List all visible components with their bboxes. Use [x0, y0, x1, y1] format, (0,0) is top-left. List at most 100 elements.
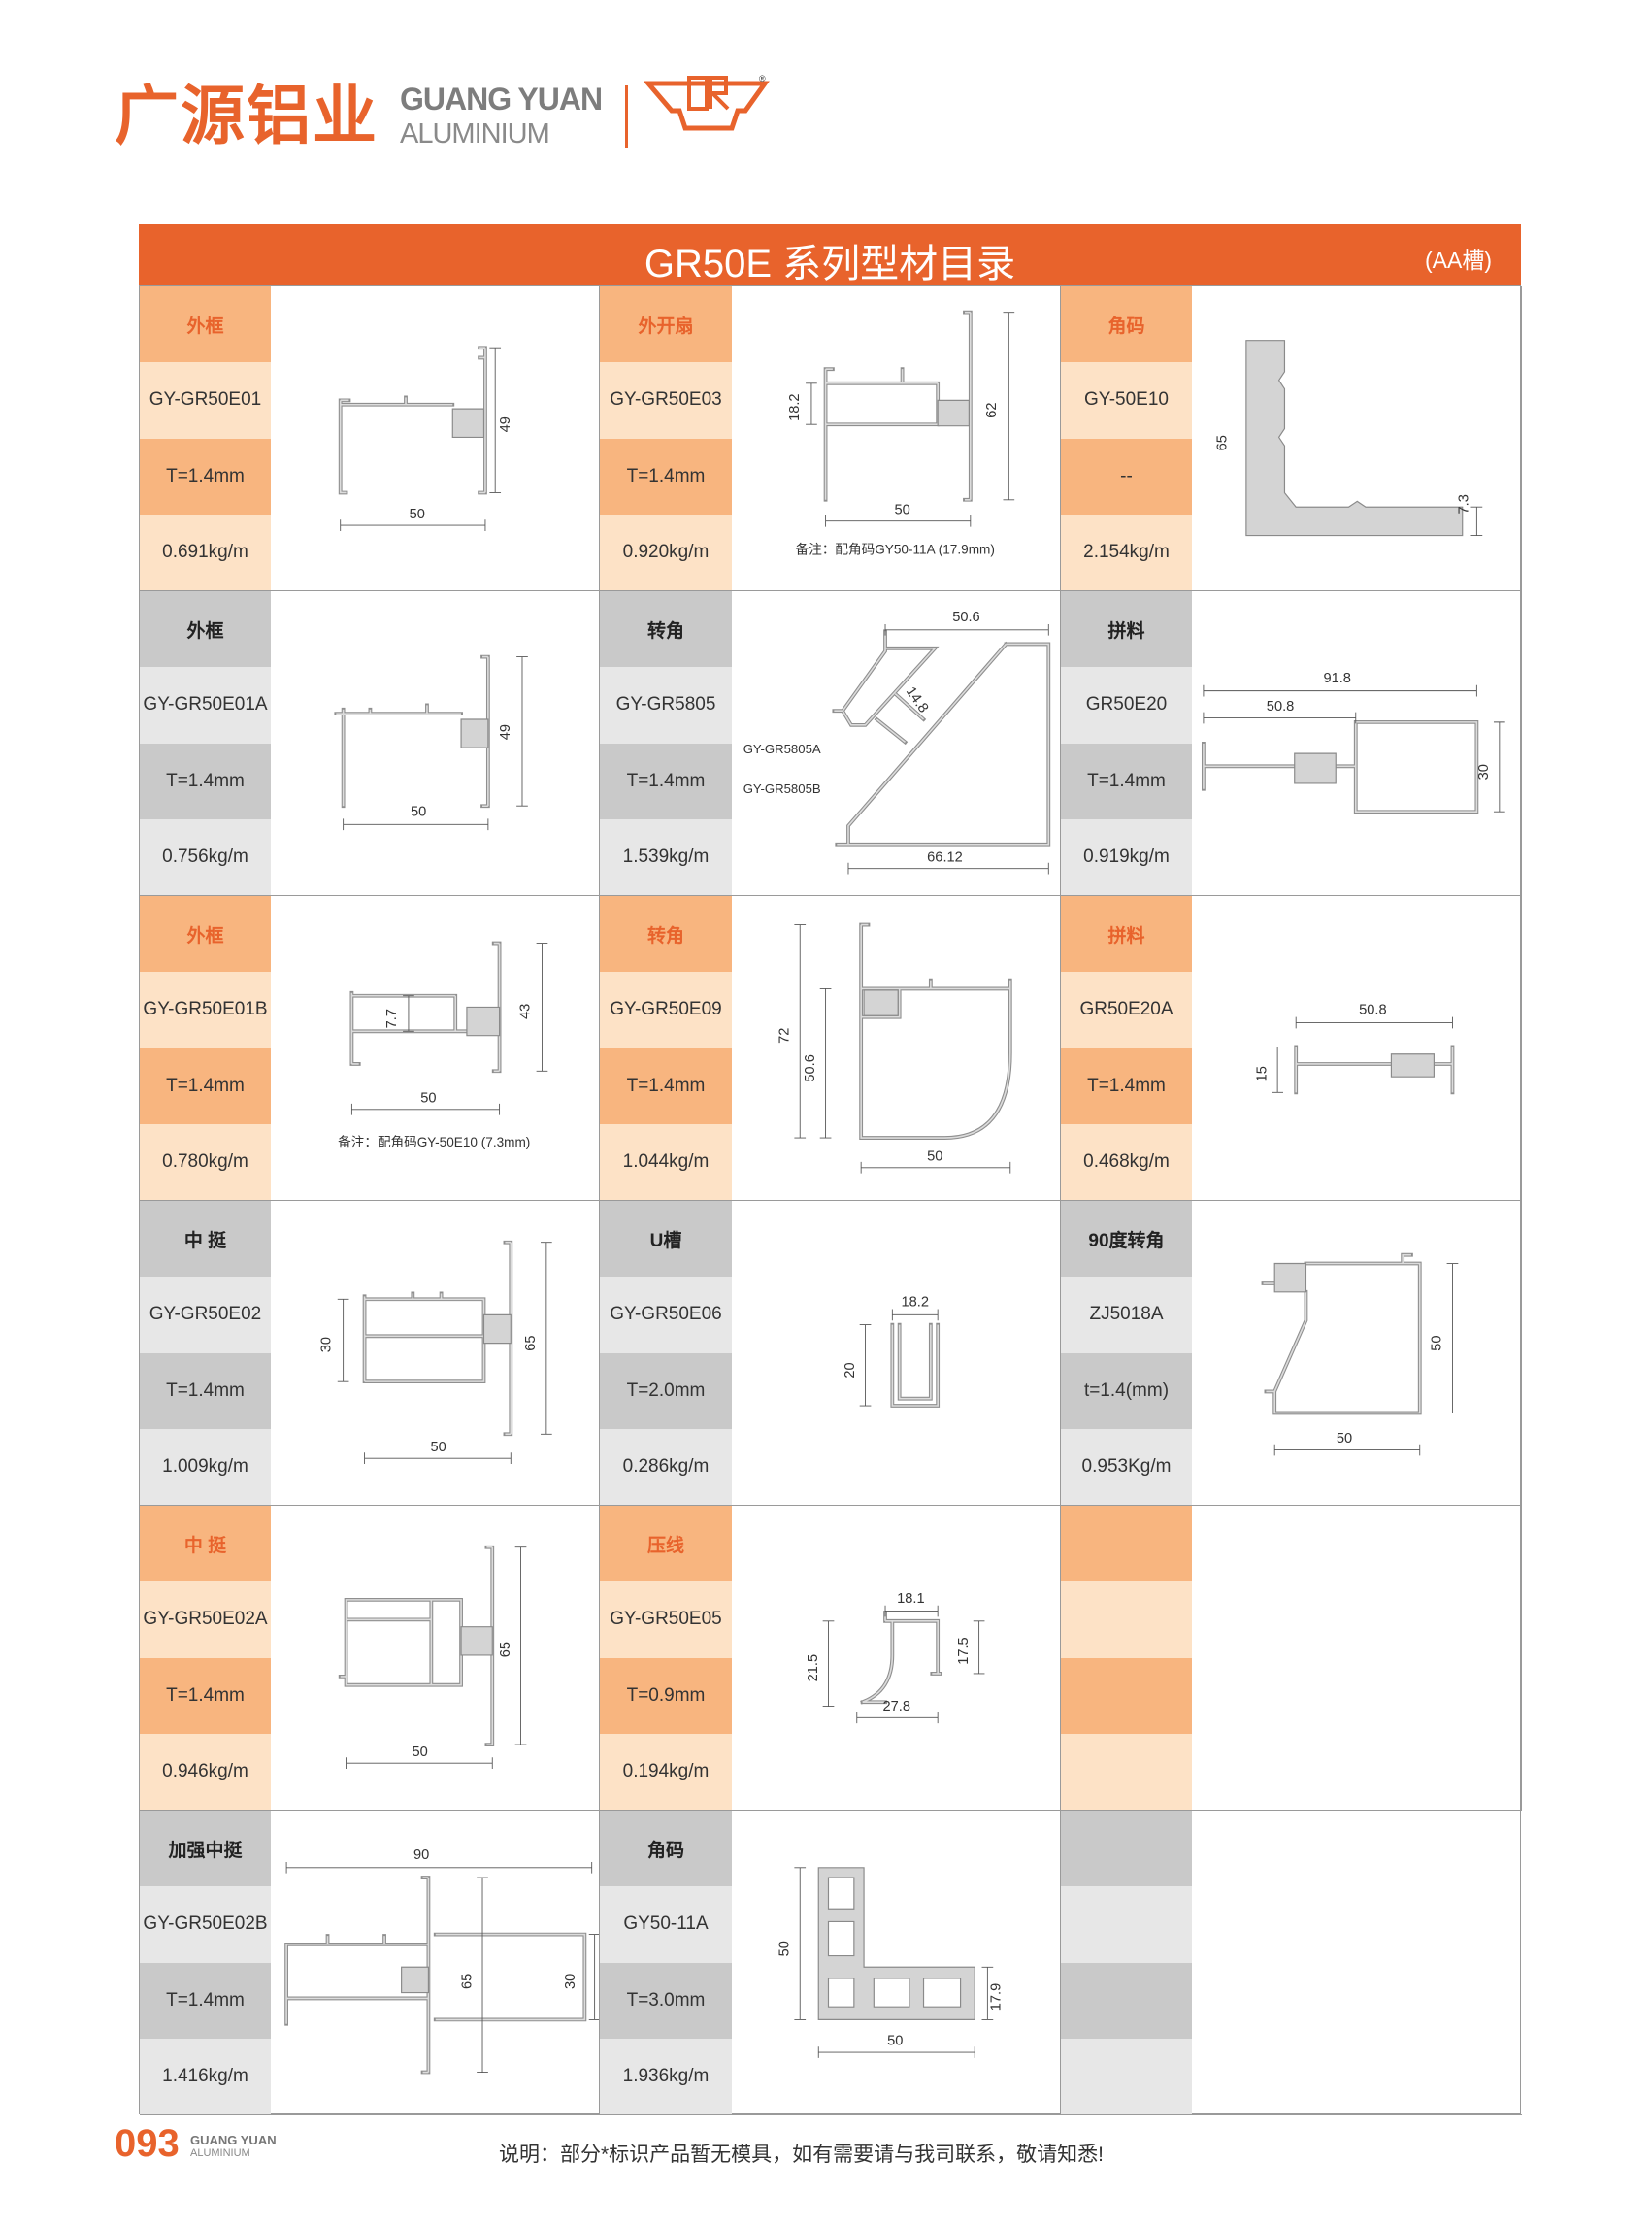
profile-section-diagram: 50.815	[1254, 1003, 1455, 1095]
profile-thickness	[1061, 1657, 1192, 1734]
dimension-line	[489, 347, 502, 493]
dimension-label: 50.8	[1267, 699, 1295, 715]
dimension-line	[859, 1324, 872, 1407]
dimension-label: 50	[412, 1745, 427, 1760]
profile-weight	[1061, 2038, 1192, 2114]
profile-wall	[1263, 1253, 1421, 1414]
dimension-line	[860, 1161, 1011, 1174]
profile-category: 加强中挺	[140, 1811, 271, 1887]
profile-category: 压线	[600, 1506, 732, 1582]
profile-section-diagram	[1192, 1506, 1521, 1810]
svg-text:®: ®	[759, 74, 766, 83]
dimension-line	[588, 1934, 601, 2020]
profile-weight: 0.780kg/m	[140, 1123, 271, 1200]
dimension-label: 27.8	[882, 1699, 909, 1714]
profile-code: GY-GR50E01B	[140, 972, 271, 1048]
dimension-label: 49	[498, 416, 513, 432]
profile-outline	[860, 1611, 942, 1705]
dimension-label: 14.8	[903, 684, 931, 715]
profile-category: 外框	[140, 286, 271, 363]
profile-outline	[284, 1876, 587, 2075]
profile-code	[1061, 1581, 1192, 1658]
dimension-label: 91.8	[1323, 671, 1351, 686]
dimension-line	[981, 1966, 994, 2020]
dimension-line	[819, 987, 832, 1139]
dimension-line	[1446, 1263, 1459, 1413]
profile-code: GY-GR50E02B	[140, 1886, 271, 1963]
profile-thickness: T=1.4mm	[600, 743, 732, 819]
profile-thickness: --	[1061, 438, 1192, 515]
dimension-label: 15	[1254, 1066, 1270, 1081]
dimension-label: 66.12	[927, 849, 963, 865]
dimension-label: 90	[413, 1847, 429, 1863]
profile-code: GY-GR50E06	[600, 1277, 732, 1353]
profile-wall	[285, 1877, 586, 2074]
dimension-line	[516, 656, 528, 807]
dimension-line	[1003, 312, 1015, 501]
dimension-line	[340, 519, 486, 531]
profile-category	[1061, 1811, 1192, 1887]
profile-thickness: T=1.4mm	[140, 743, 271, 819]
profile-category: 转角	[600, 591, 732, 668]
dimension-line	[1272, 1046, 1283, 1093]
profile-thickness: T=1.4mm	[140, 1657, 271, 1734]
dimension-line	[477, 1877, 488, 2073]
part-label: GY-GR5805B	[743, 781, 821, 796]
footer-note: 说明：部分*标识产品暂无模具，如有需要请与我司联系，敬请知悉!	[499, 2144, 1105, 2166]
profile-weight	[1061, 1733, 1192, 1810]
dimension-line	[856, 1712, 939, 1724]
profile-weight: 0.468kg/m	[1061, 1123, 1192, 1200]
profile-weight: 1.416kg/m	[140, 2038, 271, 2114]
profile-weight: 0.194kg/m	[600, 1733, 732, 1810]
dimension-label: 65	[523, 1335, 539, 1350]
profile-category: 90度转角	[1061, 1201, 1192, 1278]
profile-category: U槽	[600, 1201, 732, 1278]
profile-code: GY-GR5805	[600, 667, 732, 744]
profile-solid-part	[401, 1966, 430, 1994]
dimension-line	[1295, 1016, 1453, 1029]
dimension-line	[884, 623, 1049, 636]
brand-name-en-sub: ALUMINIUM	[400, 118, 550, 150]
dimension-label: 30	[318, 1337, 334, 1352]
dimension-label: 30	[1476, 764, 1492, 780]
dimension-line	[847, 862, 1049, 875]
profile-code: GY-GR50E02A	[140, 1581, 271, 1658]
profile-code: ZJ5018A	[1061, 1277, 1192, 1353]
dimension-label: 17.9	[989, 1983, 1005, 2011]
profile-solid-part	[863, 989, 899, 1016]
dimension-line	[536, 943, 548, 1072]
profile-wall	[339, 347, 486, 494]
profile-category: 外开扇	[600, 286, 732, 363]
dimension-line	[343, 818, 489, 831]
profile-code: GY-GR50E09	[600, 972, 732, 1048]
profile-weight: 1.009kg/m	[140, 1428, 271, 1505]
profile-thickness	[1061, 1962, 1192, 2039]
footer-brand: GUANG YUAN	[190, 2133, 277, 2147]
dimension-line	[794, 924, 807, 1139]
profile-category: 拼料	[1061, 896, 1192, 973]
profile-code: GY-50E10	[1061, 362, 1192, 439]
drawing-note: 备注：配角码GY-50E10 (7.3mm)	[338, 1134, 530, 1149]
